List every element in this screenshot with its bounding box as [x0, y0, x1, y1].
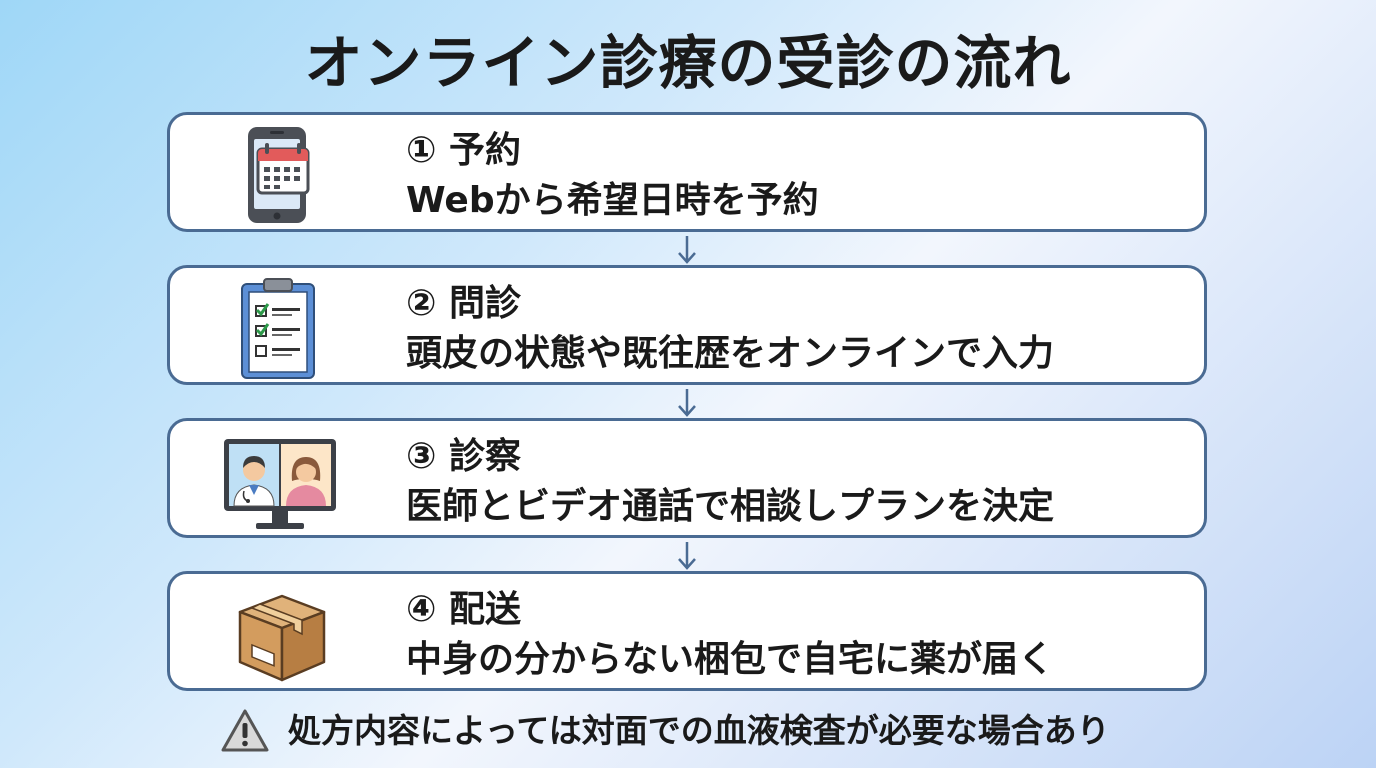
page-title: オンライン診療の受診の流れ [304, 29, 1072, 97]
step-label: ① 予約 [406, 130, 522, 171]
step-description: 医師とビデオ通話で相談しプランを決定 [406, 486, 1055, 527]
step-card-questionnaire: ② 問診 頭皮の状態や既往歴をオンラインで入力 [167, 265, 1207, 385]
video-call-monitor-icon [220, 429, 340, 533]
step-label: ④ 配送 [406, 589, 522, 630]
step-label: ② 問診 [406, 283, 522, 324]
step-description: Webから希望日時を予約 [406, 180, 819, 221]
down-arrow-icon [676, 236, 698, 266]
step-description: 中身の分からない梱包で自宅に薬が届く [406, 639, 1055, 680]
step-label: ③ 診察 [406, 436, 522, 477]
step-description: 頭皮の状態や既往歴をオンラインで入力 [406, 333, 1055, 374]
smartphone-calendar-icon [226, 123, 330, 227]
step-card-consultation: ③ 診察 医師とビデオ通話で相談しプランを決定 [167, 418, 1207, 538]
cardboard-box-icon [230, 582, 334, 686]
down-arrow-icon [676, 389, 698, 419]
clipboard-checklist-icon [226, 276, 330, 380]
step-card-reservation: ① 予約 Webから希望日時を予約 [167, 112, 1207, 232]
down-arrow-icon [676, 542, 698, 572]
step-card-delivery: ④ 配送 中身の分からない梱包で自宅に薬が届く [167, 571, 1207, 691]
warning-icon [220, 708, 270, 754]
caution-note: 処方内容によっては対面での血液検査が必要な場合あり [220, 706, 1110, 756]
note-text: 処方内容によっては対面での血液検査が必要な場合あり [288, 711, 1110, 750]
